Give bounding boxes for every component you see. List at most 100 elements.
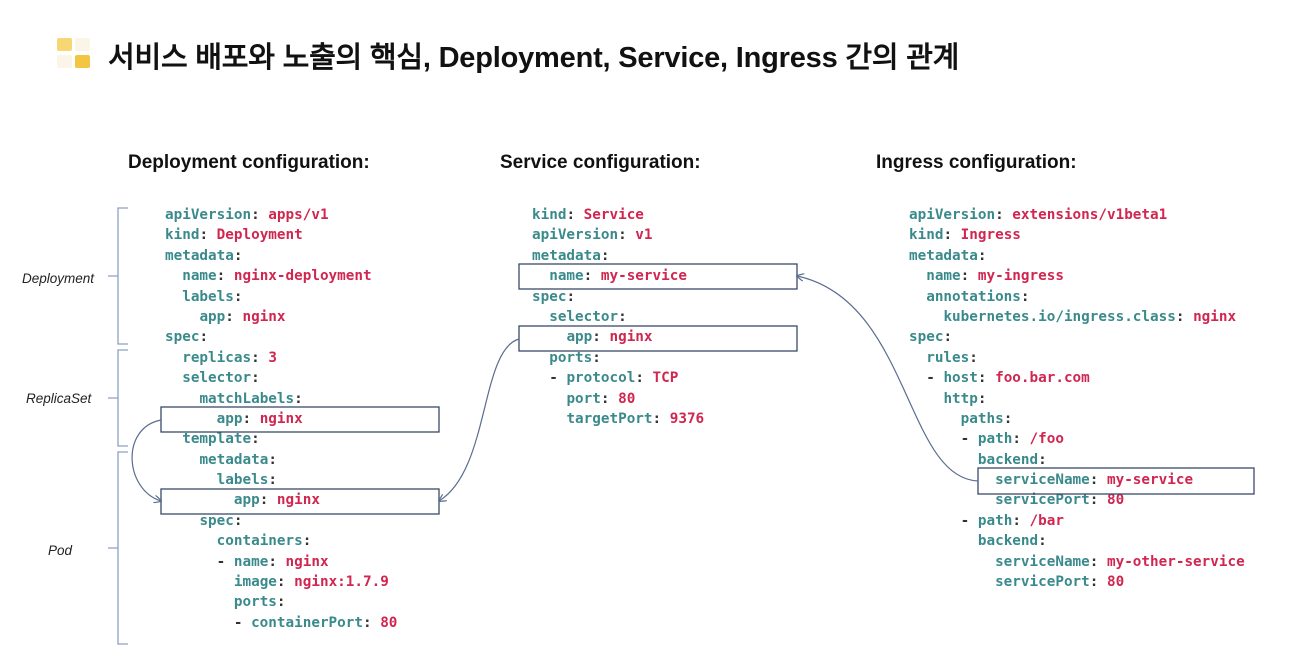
arrow-ingress-to-service [797,276,979,482]
deployment-yaml-value: nginx [242,308,286,325]
service-yaml-value: TCP [652,370,679,387]
deployment-yaml-line: app: nginx [199,308,286,325]
service-yaml-value: 80 [618,390,636,407]
box-template-app [160,488,440,515]
ingress-yaml-line: backend: [977,533,1047,550]
service-yaml-line: apiVersion: v1 [532,227,653,244]
deployment-yaml-line: apiVersion: apps/v1 [165,207,329,223]
service-yaml-line: port: 80 [566,390,636,407]
ingress-yaml-key: kind [909,227,944,244]
deployment-yaml-key: kind [165,227,200,244]
ingress-yaml-key: path [977,512,1013,529]
arrow-matchlabels-to-pod [131,419,161,501]
page-title: 서비스 배포와 노출의 핵심, Deployment, Service, Ing… [108,42,960,74]
service-yaml-key: apiVersion [532,227,619,244]
box-ingress-servicename [977,467,1255,495]
ingress-heading: Ingress configuration: [876,152,1077,173]
ingress-yaml-key: apiVersion [909,207,996,223]
ingress-yaml-key: http [943,390,978,407]
deployment-heading: Deployment configuration: [128,152,370,173]
ingress-yaml-value: extensions/v1beta1 [1012,207,1168,223]
deployment-yaml-line: matchLabels: [199,390,303,407]
service-yaml-key: ports [549,349,593,366]
ingress-yaml-value: my-other-service [1106,553,1245,570]
ingress-yaml-value: 80 [1106,492,1125,509]
service-yaml-key: app [566,329,593,346]
ingress-yaml-key: annotations [926,288,1021,305]
service-yaml-line: app: nginx [566,329,653,346]
ingress-yaml-value: foo.bar.com [995,370,1090,387]
ingress-yaml-line: name: my-ingress [926,268,1064,285]
service-yaml-key: kind [532,207,567,223]
deployment-yaml-line: spec: [199,512,243,529]
deployment-yaml-line: app: nginx [216,410,303,427]
service-yaml-key: spec [532,288,567,305]
ingress-yaml-line: - path: /bar [909,512,1064,529]
service-yaml-value: nginx [609,329,653,346]
deployment-yaml-key: app [199,308,226,325]
ingress-yaml-line: kind: Ingress [909,227,1021,244]
deployment-yaml-key: metadata [199,451,269,468]
deployment-yaml-value: nginx-deployment [233,268,372,285]
service-yaml-line: targetPort: 9376 [566,410,705,427]
deployment-yaml-key: labels [216,472,269,489]
deployment-yaml-line: metadata: [199,451,277,468]
service-yaml-value: 9376 [669,410,705,427]
ingress-yaml: apiVersion: extensions/v1beta1 kind: Ingr… [909,205,1245,592]
deployment-yaml-line: image: nginx:1.7.9 [233,574,389,591]
deployment-yaml-line: spec: [165,329,209,346]
ingress-yaml-key: spec [909,329,944,346]
service-yaml-value: Service [583,207,644,223]
deployment-yaml-key: ports [233,594,277,611]
ingress-yaml-line: - path: /foo [909,431,1064,448]
ingress-yaml-value: /foo [1029,431,1064,448]
service-yaml-value: my-service [600,268,687,285]
deployment-yaml-key: image [233,574,277,591]
bracket-label-pod: Pod [48,543,73,558]
bracket-replicaset [108,349,128,447]
deployment-yaml-value: nginx [276,492,320,509]
ingress-yaml-line: paths: [960,410,1013,427]
service-yaml-line: metadata: [532,247,610,264]
ingress-yaml-line: apiVersion: extensions/v1beta1 [909,207,1168,223]
deployment-yaml-key: app [233,492,260,509]
ingress-yaml-key: name [926,268,961,285]
deployment-yaml-key: containerPort [251,614,363,631]
deployment-yaml-line: kind: Deployment [165,227,303,244]
deployment-yaml-line: replicas: 3 [182,349,277,366]
deployment-yaml-key: apiVersion [165,207,252,223]
ingress-yaml-line: http: [943,390,987,407]
bracket-label-deployment: Deployment [22,271,95,286]
ingress-yaml-value: my-service [1106,472,1194,489]
ingress-yaml-line: rules: [926,349,978,366]
service-yaml-line: ports: [549,349,601,366]
deployment-yaml-line: metadata: [165,247,243,264]
ingress-yaml-key: rules [926,349,970,366]
title-logo-icon [57,38,93,70]
service-yaml-key: protocol [566,370,636,387]
deployment-yaml-key: name [182,268,217,285]
ingress-yaml-line: servicePort: 80 [995,574,1125,591]
ingress-yaml-key: serviceName [995,553,1090,570]
ingress-yaml-key: serviceName [995,472,1090,489]
deployment-yaml-key: matchLabels [199,390,295,407]
bracket-label-replicaset: ReplicaSet [26,391,92,406]
ingress-yaml-line: - host: foo.bar.com [909,370,1090,387]
arrow-selector-to-pod [439,338,520,501]
deployment-yaml-value: nginx [259,410,303,427]
deployment-yaml-value: apps/v1 [268,207,329,223]
ingress-yaml-line: annotations: [926,288,1030,305]
deployment-yaml-key: spec [199,512,234,529]
service-yaml-line: name: my-service [549,268,687,285]
ingress-yaml-line: backend: [977,451,1047,468]
deployment-yaml-line: app: nginx [233,492,320,509]
deployment-yaml-key: spec [165,329,200,346]
ingress-yaml-line: servicePort: 80 [995,492,1125,509]
deployment-yaml-key: labels [182,288,234,305]
ingress-yaml-key: metadata [909,247,978,264]
box-service-name [518,263,798,290]
service-yaml-line: - protocol: TCP [532,370,679,387]
service-yaml-line: spec: [532,288,576,305]
